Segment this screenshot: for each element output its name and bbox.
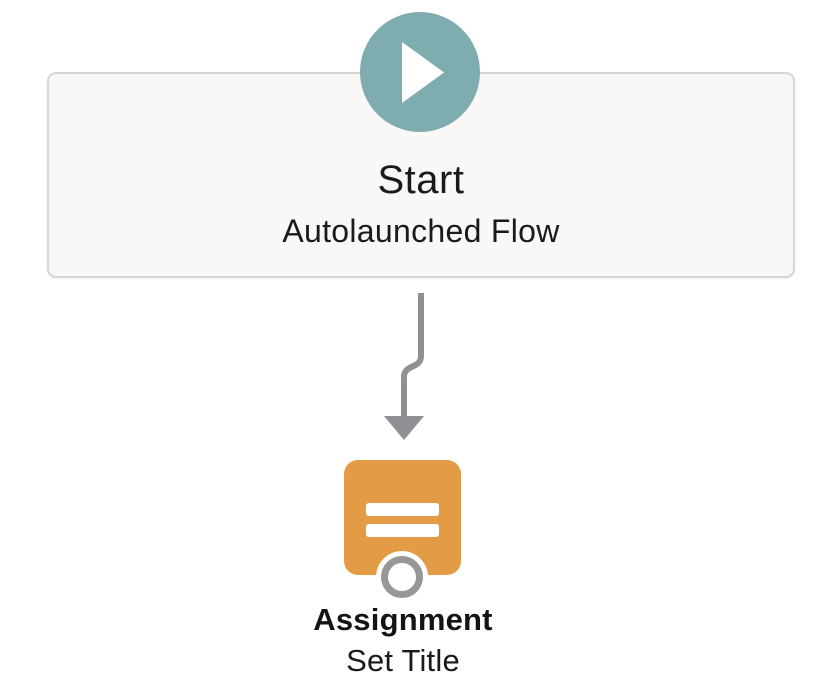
- assignment-node-subtitle: Set Title: [346, 643, 460, 678]
- start-node-subtitle: Autolaunched Flow: [282, 213, 560, 249]
- assignment-node-title: Assignment: [313, 602, 493, 637]
- start-node-title: Start: [377, 158, 465, 202]
- connector-path[interactable]: [401, 293, 424, 418]
- assignment-icon[interactable]: [344, 460, 461, 575]
- play-icon: [402, 42, 444, 103]
- assignment-icon-bar: [366, 503, 439, 516]
- start-node-circle[interactable]: [360, 12, 480, 132]
- output-connector-point[interactable]: [381, 556, 423, 598]
- connector-arrow-icon: [384, 416, 424, 440]
- assignment-icon-bar: [366, 524, 439, 537]
